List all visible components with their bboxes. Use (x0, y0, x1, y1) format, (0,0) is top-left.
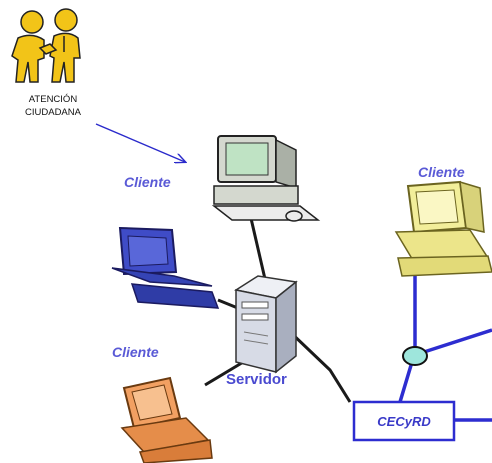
blue-links (398, 270, 492, 422)
cliente-top-right-label: Cliente (418, 164, 465, 180)
servidor-label: Servidor (226, 371, 287, 388)
link-hub-cecyrd (398, 361, 414, 403)
hub-node-icon (402, 346, 428, 366)
badge-line-2: CIUDADANA (25, 107, 82, 118)
cecyrd-box (352, 400, 456, 442)
badge-arrow (95, 123, 185, 162)
computer-top-client-icon (211, 135, 321, 222)
computer-right-client-icon (394, 180, 492, 277)
people-icon (11, 8, 81, 83)
cliente-top-left-label: Cliente (124, 174, 171, 190)
computer-bottom-left-client-icon (120, 376, 213, 463)
link-server-cecyrd (286, 328, 352, 403)
computer-left-client-icon (111, 226, 220, 309)
link-hub-east (423, 328, 492, 354)
cliente-bottom-left-label: Cliente (112, 344, 159, 360)
cecyrd-label: CECyRD (377, 414, 431, 429)
server-icon (234, 275, 298, 374)
badge-line-1: ATENCIÓN (29, 94, 78, 105)
